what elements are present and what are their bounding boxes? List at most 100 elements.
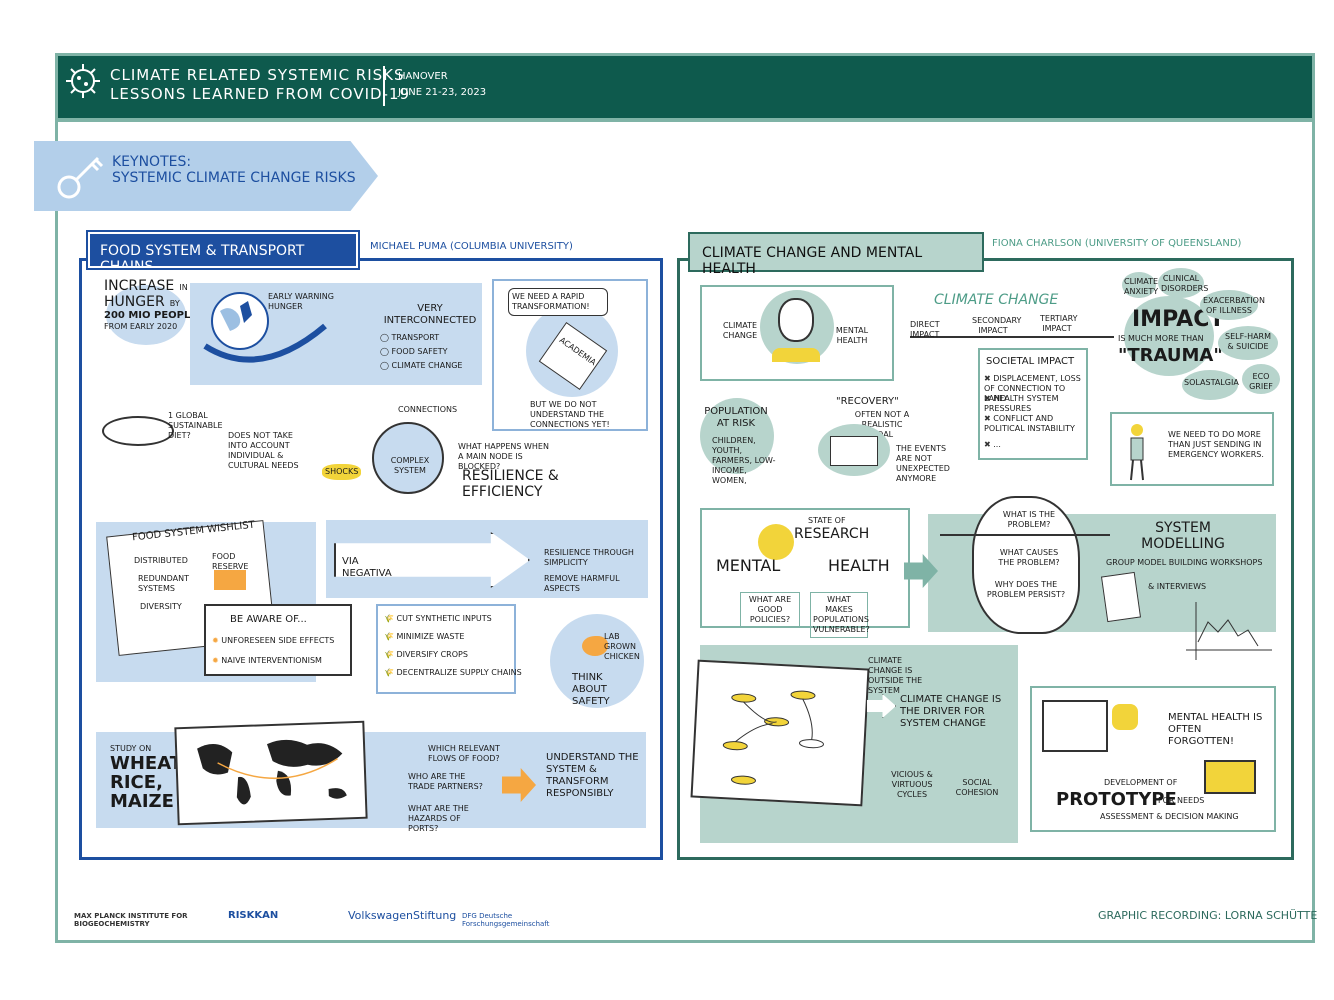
hunger-in: IN bbox=[179, 283, 188, 292]
key-icon bbox=[54, 150, 104, 206]
puzzle-piece-icon bbox=[1112, 704, 1138, 730]
connections-label: CONNECTIONS bbox=[398, 405, 458, 414]
action-item: 🌾 CUT SYNTHETIC INPUTS bbox=[384, 614, 492, 623]
aware-item-text: NAIVE INTERVENTIONISM bbox=[221, 656, 322, 665]
hunger-bubble bbox=[106, 285, 186, 345]
understand-system: UNDERSTAND THE SYSTEM & TRANSFORM RESPON… bbox=[546, 752, 639, 799]
keynote-banner bbox=[34, 141, 378, 211]
trauma-text: "TRAUMA" bbox=[1118, 345, 1223, 366]
driver-main: CLIMATE CHANGE IS THE DRIVER FOR SYSTEM … bbox=[900, 694, 1002, 729]
population-bubble bbox=[700, 398, 774, 474]
remove-harmful: REMOVE HARMFUL ASPECTS bbox=[544, 574, 620, 593]
action-item: 🌾 DECENTRALIZE SUPPLY CHAINS bbox=[384, 668, 522, 677]
mental-health-title: CLIMATE CHANGE AND MENTAL HEALTH bbox=[688, 232, 984, 277]
diet-note: DOES NOT TAKE INTO ACCOUNT INDIVIDUAL & … bbox=[228, 431, 299, 470]
shirt-icon bbox=[772, 348, 820, 362]
bubble-item: CLINICAL DISORDERS bbox=[1158, 268, 1208, 298]
action-text: MINIMIZE WASTE bbox=[396, 632, 465, 641]
aware-item: ✹ UNFORESEEN SIDE EFFECTS bbox=[212, 636, 335, 645]
secondary-impact: SECONDARY IMPACT bbox=[972, 316, 1022, 335]
social-cohesion: SOCIAL COHESION bbox=[955, 778, 999, 797]
worker-icon bbox=[1126, 422, 1148, 482]
title-line-2: LESSONS LEARNED FROM COVID-19 bbox=[110, 85, 411, 103]
main-node-question: WHAT HAPPENS WHEN A MAIN NODE IS BLOCKED… bbox=[458, 442, 549, 471]
bubble-item: CLIMATE ANXIETY bbox=[1122, 272, 1158, 298]
lightbulb-bubble bbox=[758, 524, 794, 560]
calendar-icon bbox=[830, 436, 878, 466]
action-text: CUT SYNTHETIC INPUTS bbox=[396, 614, 492, 623]
driver-outside: CLIMATE CHANGE IS OUTSIDE THE SYSTEM bbox=[868, 656, 923, 695]
societal-item-text: ... bbox=[993, 440, 1001, 449]
logo-max-planck: MAX PLANCK INSTITUTE FOR BIOGEOCHEMISTRY bbox=[74, 912, 188, 928]
recovery-events: THE EVENTS ARE NOT UNEXPECTED ANYMORE bbox=[896, 444, 950, 483]
societal-item: ✖ CONFLICT AND POLITICAL INSTABILITY bbox=[984, 414, 1075, 433]
societal-item-text: HEALTH SYSTEM PRESSURES bbox=[984, 394, 1059, 413]
interconnected-title: VERY INTERCONNECTED bbox=[383, 303, 477, 326]
plate-icon bbox=[102, 416, 174, 446]
prototype-decision: ASSESSMENT & DECISION MAKING bbox=[1100, 812, 1239, 821]
interconnected-item: ◯ CLIMATE CHANGE bbox=[380, 361, 463, 370]
prototype-word: PROTOTYPE bbox=[1056, 789, 1177, 810]
aware-box bbox=[204, 604, 352, 676]
resilience-efficiency: RESILIENCE & EFFICIENCY bbox=[462, 468, 559, 500]
conference-title: CLIMATE RELATED SYSTEMIC RISKS LESSONS L… bbox=[110, 66, 410, 104]
puzzle-icon bbox=[1042, 700, 1108, 752]
person-right-label: MENTAL HEALTH bbox=[835, 326, 869, 345]
system-map-paper bbox=[690, 659, 870, 807]
person-face-icon bbox=[778, 298, 814, 342]
world-map bbox=[174, 720, 368, 826]
problem-q3: WHY DOES THE PROBLEM PERSIST? bbox=[986, 580, 1066, 599]
actions-box bbox=[376, 604, 516, 694]
wishlist-item: DISTRIBUTED bbox=[134, 556, 188, 565]
trade-question: WHAT ARE THE HAZARDS OF PORTS? bbox=[408, 804, 469, 833]
hunger-text: INCREASE IN HUNGER BY 200 MIO PEOPLE FRO… bbox=[104, 278, 204, 332]
research-health: HEALTH bbox=[828, 556, 890, 575]
interviews-label: & INTERVIEWS bbox=[1148, 582, 1207, 591]
wishlist-item: DIVERSITY bbox=[140, 602, 182, 611]
modelling-title: SYSTEM MODELLING bbox=[1141, 520, 1225, 552]
hunger-by: BY bbox=[169, 299, 180, 308]
barn-icon bbox=[214, 570, 246, 590]
bubble-item: SELF-HARM & SUICIDE bbox=[1218, 326, 1278, 360]
graph-icon bbox=[1186, 602, 1272, 666]
study-l3: RICE, bbox=[110, 772, 163, 793]
interconnected-item-text: CLIMATE CHANGE bbox=[391, 361, 463, 370]
impact-sub: IS MUCH MORE THAN bbox=[1118, 334, 1204, 343]
action-item: 🌾 DIVERSIFY CROPS bbox=[384, 650, 468, 659]
early-warning-text: EARLY WARNING HUNGER bbox=[268, 292, 334, 311]
academia-speech: WE NEED A RAPID TRANSFORMATION! bbox=[508, 288, 608, 316]
mental-speaker: FIONA CHARLSON (UNIVERSITY OF QUEENSLAND… bbox=[992, 238, 1242, 249]
diet-question: 1 GLOBAL SUSTAINABLE DIET? bbox=[168, 411, 223, 440]
chicken-bubble bbox=[550, 614, 644, 708]
problem-q2: WHAT CAUSES THE PROBLEM? bbox=[998, 548, 1060, 567]
graphic-recording-credit: GRAPHIC RECORDING: LORNA SCHÜTTE bbox=[1098, 909, 1318, 922]
interconnected-item-text: TRANSPORT bbox=[391, 333, 440, 342]
efficiency-text: EFFICIENCY bbox=[462, 484, 543, 500]
prototype-dev: DEVELOPMENT OF bbox=[1104, 778, 1178, 787]
study-l1: STUDY ON bbox=[110, 744, 152, 753]
cc-title: CLIMATE CHANGE bbox=[934, 292, 1059, 308]
bubble-item: SOLASTALGIA bbox=[1182, 370, 1239, 400]
interconnected-item-text: FOOD SAFETY bbox=[391, 347, 448, 356]
title-line-1: CLIMATE RELATED SYSTEMIC RISKS bbox=[110, 66, 405, 84]
logo-volkswagen: VolkswagenStiftung bbox=[348, 909, 457, 922]
study-l4: MAIZE bbox=[110, 791, 174, 812]
person-left-label: CLIMATE CHANGE bbox=[722, 321, 758, 340]
worker-text: WE NEED TO DO MORE THAN JUST SENDING IN … bbox=[1168, 430, 1264, 459]
via-negativa-label: VIA NEGATIVA bbox=[342, 556, 392, 579]
societal-item: ✖ ... bbox=[984, 440, 1001, 449]
complex-system-label: COMPLEX SYSTEM bbox=[390, 456, 430, 475]
trade-question: WHO ARE THE TRADE PARTNERS? bbox=[408, 772, 483, 791]
globe-icon bbox=[200, 286, 330, 385]
food-reserve-label: FOOD RESERVE bbox=[212, 552, 249, 571]
dates-text: JUNE 21-23, 2023 bbox=[398, 87, 487, 98]
aware-item-text: UNFORESEEN SIDE EFFECTS bbox=[221, 636, 335, 645]
research-q2: WHAT MAKES POPULATIONS VULNERABLE? bbox=[810, 592, 870, 638]
prototype-screen-icon bbox=[1204, 760, 1256, 794]
resilience-simplicity: RESILIENCE THROUGH SIMPLICITY bbox=[544, 548, 634, 567]
resilience-text: RESILIENCE & bbox=[462, 468, 559, 484]
keynote-label-text: KEYNOTES: bbox=[112, 154, 192, 170]
interconnected-item: ◯ TRANSPORT bbox=[380, 333, 440, 342]
wishlist-item: REDUNDANT SYSTEMS bbox=[138, 574, 189, 593]
interconnected-box: VERY INTERCONNECTED ◯ TRANSPORT ◯ FOOD S… bbox=[380, 303, 480, 371]
